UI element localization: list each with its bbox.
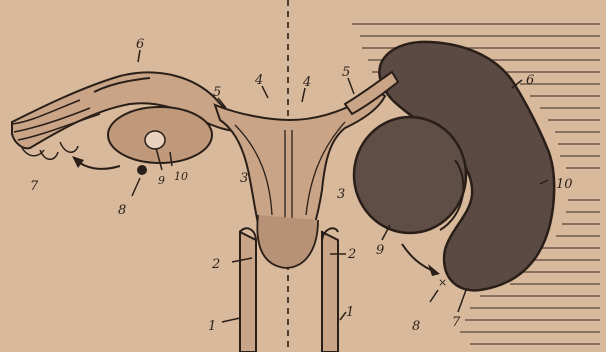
label-9-right: 9: [376, 243, 384, 258]
label-6-left: 6: [136, 37, 144, 52]
label-10-right: 10: [556, 177, 573, 192]
label-7-left: 7: [30, 179, 39, 194]
label-10-left: 10: [174, 170, 188, 183]
label-6-right: 6: [526, 73, 534, 88]
label-5-right: 5: [342, 65, 350, 80]
label-3-left: 3: [240, 171, 248, 186]
label-4-right: 4: [302, 75, 311, 90]
label-1-left: 1: [208, 319, 216, 334]
label-2-left: 2: [211, 257, 220, 272]
round-cyst-right: [354, 117, 466, 233]
label-8-right: 8: [412, 319, 420, 334]
label-7-right: 7: [452, 315, 461, 330]
label-4-left: 4: [254, 73, 263, 88]
label-8-left: 8: [118, 203, 126, 218]
cross-mark: ×: [438, 276, 447, 289]
label-2-right: 2: [347, 247, 356, 262]
left-ovary-follicle: [145, 131, 165, 149]
label-5-left: 5: [213, 85, 221, 100]
ovum-left: [137, 165, 147, 175]
label-1-right: 1: [346, 305, 354, 320]
label-9-left: 9: [158, 174, 165, 187]
label-3-right: 3: [337, 187, 345, 202]
